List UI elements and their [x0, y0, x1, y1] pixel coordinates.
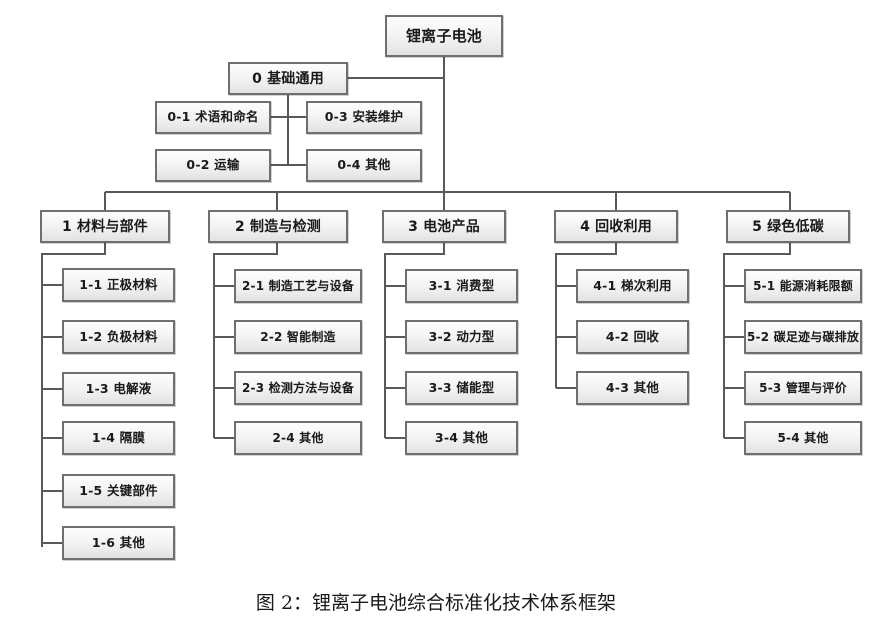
node-col4-header[interactable]: 4 回收利用	[554, 210, 678, 243]
node-col5-header[interactable]: 5 绿色低碳	[726, 210, 850, 243]
node-col1-child-5[interactable]: 1-6 其他	[62, 526, 175, 560]
node-col1-child-1[interactable]: 1-2 负极材料	[62, 320, 175, 354]
figure-caption: 图 2：锂离子电池综合标准化技术体系框架	[255, 592, 617, 614]
node-col4-child-2[interactable]: 4-3 其他	[576, 371, 689, 405]
node-col5-child-0[interactable]: 5-1 能源消耗限额	[744, 269, 862, 303]
node-col5-child-2[interactable]: 5-3 管理与评价	[744, 371, 862, 405]
node-col1-child-2[interactable]: 1-3 电解液	[62, 372, 175, 406]
line-col4-spine	[555, 243, 617, 388]
node-col3-child-1[interactable]: 3-2 动力型	[405, 320, 518, 354]
node-col3-child-3[interactable]: 3-4 其他	[405, 421, 518, 455]
node-basic-child-2[interactable]: 0-3 安装维护	[306, 101, 422, 134]
node-basic-child-0[interactable]: 0-1 术语和命名	[155, 101, 271, 134]
node-col4-child-1[interactable]: 4-2 回收	[576, 320, 689, 354]
node-col3-child-2[interactable]: 3-3 储能型	[405, 371, 518, 405]
node-basic-header[interactable]: 0 基础通用	[228, 62, 348, 95]
node-col5-child-1[interactable]: 5-2 碳足迹与碳排放	[744, 320, 862, 354]
node-root[interactable]: 锂离子电池	[385, 15, 503, 57]
node-col2-header[interactable]: 2 制造与检测	[208, 210, 348, 243]
node-col1-child-3[interactable]: 1-4 隔膜	[62, 421, 175, 455]
node-col1-header[interactable]: 1 材料与部件	[40, 210, 170, 243]
node-basic-child-1[interactable]: 0-2 运输	[155, 149, 271, 182]
node-col4-child-0[interactable]: 4-1 梯次利用	[576, 269, 689, 303]
node-col2-child-2[interactable]: 2-3 检测方法与设备	[234, 371, 362, 405]
node-basic-child-3[interactable]: 0-4 其他	[306, 149, 422, 182]
node-col2-child-3[interactable]: 2-4 其他	[234, 421, 362, 455]
node-col3-child-0[interactable]: 3-1 消费型	[405, 269, 518, 303]
node-col1-child-0[interactable]: 1-1 正极材料	[62, 268, 175, 302]
node-col3-header[interactable]: 3 电池产品	[382, 210, 506, 243]
node-col5-child-3[interactable]: 5-4 其他	[744, 421, 862, 455]
node-col1-child-4[interactable]: 1-5 关键部件	[62, 474, 175, 508]
node-col2-child-1[interactable]: 2-2 智能制造	[234, 320, 362, 354]
node-col2-child-0[interactable]: 2-1 制造工艺与设备	[234, 269, 362, 303]
